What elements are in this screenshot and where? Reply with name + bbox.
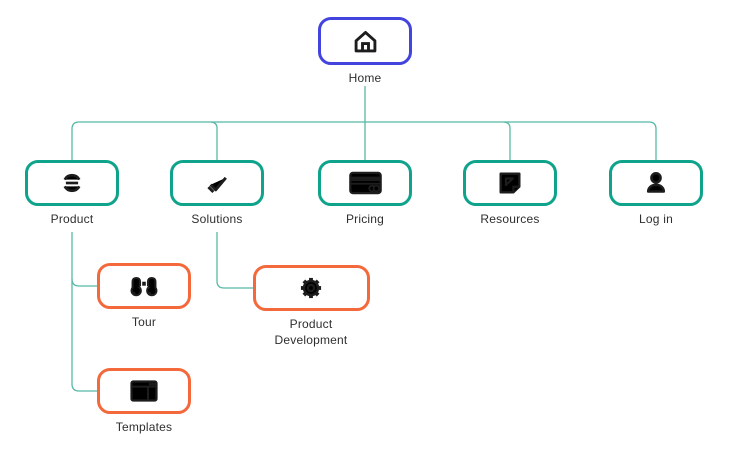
node-templates-label: Templates xyxy=(115,420,173,434)
note-icon xyxy=(499,172,521,194)
home-icon xyxy=(354,30,376,52)
edge-solutions-pd xyxy=(216,232,253,289)
node-tour-label: Tour xyxy=(131,315,157,329)
edge-home-solutions xyxy=(210,121,218,160)
node-home[interactable]: Home xyxy=(305,17,425,87)
node-product-development[interactable]: Product Development xyxy=(251,265,371,348)
edge-product-tour xyxy=(71,278,97,287)
node-tour[interactable]: Tour xyxy=(84,263,204,331)
node-solutions-label: Solutions xyxy=(191,212,243,226)
edge-home-resources xyxy=(503,121,511,160)
node-log-in-label: Log in xyxy=(639,212,673,226)
gear-icon xyxy=(300,277,322,299)
user-icon xyxy=(646,172,666,193)
credit-card-icon xyxy=(348,171,382,195)
scan-frame-icon xyxy=(63,173,81,193)
node-product-label: Product xyxy=(50,212,94,226)
node-solutions-card[interactable] xyxy=(170,160,264,206)
binoculars-icon xyxy=(130,276,158,297)
node-tour-card[interactable] xyxy=(97,263,191,309)
edge-product-templates xyxy=(71,232,97,392)
node-product[interactable]: Product xyxy=(12,160,132,228)
node-pricing-label: Pricing xyxy=(345,212,385,226)
node-templates[interactable]: Templates xyxy=(84,368,204,436)
checkmark-icon xyxy=(207,176,227,194)
node-solutions[interactable]: Solutions xyxy=(157,160,277,228)
node-pricing-card[interactable] xyxy=(318,160,412,206)
node-log-in-card[interactable] xyxy=(609,160,703,206)
edge-trunk xyxy=(71,121,657,160)
node-resources[interactable]: Resources xyxy=(450,160,570,228)
node-product-card[interactable] xyxy=(25,160,119,206)
node-product-development-label: Product Development xyxy=(274,317,348,347)
node-home-card[interactable] xyxy=(318,17,412,65)
node-templates-card[interactable] xyxy=(97,368,191,414)
node-home-label: Home xyxy=(348,71,382,85)
node-product-development-card[interactable] xyxy=(252,265,370,311)
node-resources-card[interactable] xyxy=(463,160,557,206)
node-log-in[interactable]: Log in xyxy=(596,160,716,228)
browser-window-icon xyxy=(130,380,158,402)
node-resources-label: Resources xyxy=(480,212,540,226)
node-pricing[interactable]: Pricing xyxy=(305,160,425,228)
